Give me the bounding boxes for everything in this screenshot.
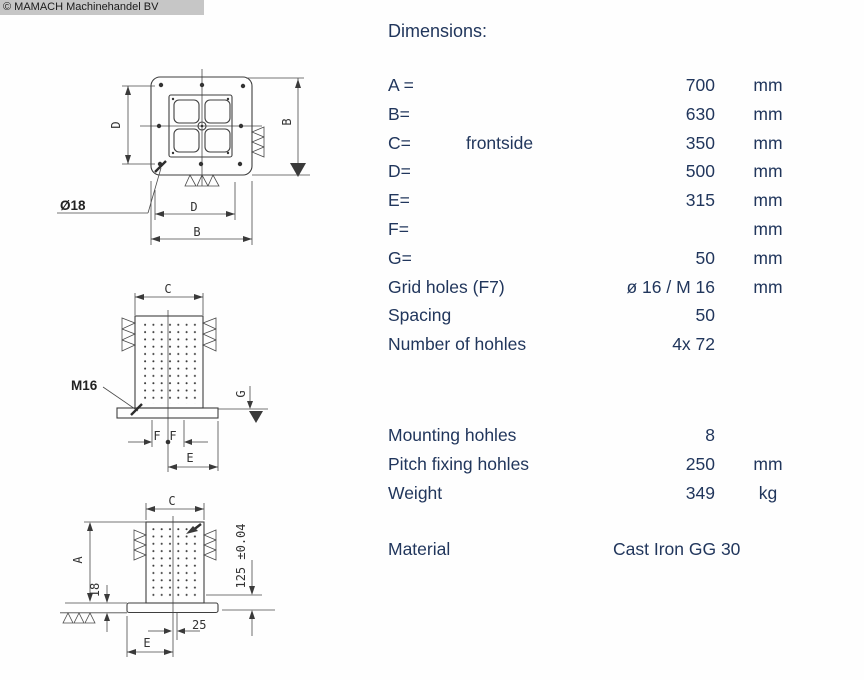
row-value: ø 16 / M 16	[626, 276, 715, 297]
row-unit: mm	[753, 247, 783, 268]
side-view-drawing: C A 18	[60, 494, 275, 657]
dimension-rows: A = 700 mm B= 630 mm C=frontside 350 mm …	[388, 74, 821, 362]
row-g: G= 50 mm	[388, 247, 821, 276]
row-weight: Weight 349 kg	[388, 482, 821, 511]
row-spacing: Spacing 50	[388, 304, 821, 333]
row-number-of-holes: Number of hohles 4x 72	[388, 333, 821, 362]
dim-label-d-bottom: D	[190, 200, 197, 214]
row-value: 4x 72	[672, 334, 715, 355]
row-label: Weight	[388, 482, 443, 503]
dim-label-b-right: B	[280, 118, 294, 125]
row-note	[466, 218, 613, 247]
dim-label-a: A	[71, 556, 85, 564]
row-value: 50	[695, 247, 715, 268]
row-d: D= 500 mm	[388, 160, 821, 189]
row-label: B=	[388, 103, 410, 124]
row-pitch-fixing: Pitch fixing hohles 250 mm	[388, 453, 821, 482]
row-e: E= 315 mm	[388, 189, 821, 218]
row-unit	[715, 304, 821, 333]
row-value: 500	[685, 161, 715, 182]
dim-label-25: 25	[192, 618, 206, 632]
row-value: 50	[695, 305, 715, 326]
row-unit: mm	[753, 453, 783, 474]
row-unit: mm	[753, 276, 783, 297]
row-c: C= frontside 350 mm	[388, 132, 821, 161]
row-note	[466, 103, 613, 132]
row-label: Grid holes (F7)	[388, 276, 505, 297]
dim-label-d-left: D	[109, 121, 123, 128]
row-note	[466, 160, 613, 189]
row-unit	[715, 424, 821, 453]
row-label: E=	[388, 190, 410, 211]
row-value: 350	[685, 132, 715, 153]
row-value: 349	[685, 482, 715, 503]
thread-label: M16	[71, 378, 98, 393]
dim-label-e-side: E	[143, 636, 150, 650]
row-grid-holes: Grid holes (F7) ø 16 / M 16 mm	[388, 276, 821, 305]
top-view-drawing: D B D B Ø18	[57, 69, 310, 245]
row-label: A =	[388, 75, 414, 95]
row-value: 250	[685, 453, 715, 474]
dim-label-f-left: F	[153, 429, 160, 443]
row-value: 8	[705, 425, 715, 445]
row-note	[466, 247, 613, 276]
row-unit: mm	[753, 218, 783, 239]
dim-label-c-front: C	[164, 282, 171, 296]
row-b: B= 630 mm	[388, 103, 821, 132]
row-unit	[715, 333, 821, 362]
copyright-banner: © MAMACH Machinehandel BV	[0, 0, 204, 15]
row-unit: mm	[753, 75, 783, 95]
dim-label-tolerance: 125 ±0.04	[234, 523, 248, 588]
material-row: Material Cast Iron GG 30	[388, 538, 818, 567]
hole-diameter-label: Ø18	[60, 198, 86, 213]
row-unit: mm	[753, 190, 783, 211]
mounting-rows: Mounting hohles 8 Pitch fixing hohles 25…	[388, 424, 821, 510]
dim-label-c-side: C	[168, 494, 175, 508]
row-label: Number of hohles	[388, 334, 527, 355]
row-label: C=	[388, 132, 411, 153]
row-unit: mm	[753, 103, 783, 124]
row-label: D=	[388, 161, 411, 182]
row-label: G=	[388, 247, 412, 268]
row-value: 630	[685, 103, 715, 124]
front-view-drawing: C M16 F F	[71, 282, 268, 472]
row-note: frontside	[466, 132, 534, 153]
dim-label-f-right: F	[169, 429, 176, 443]
dim-label-g: G	[234, 390, 248, 397]
row-label: Spacing	[388, 305, 452, 326]
row-label: Pitch fixing hohles	[388, 453, 530, 474]
row-f: F= mm	[388, 218, 821, 247]
row-unit: kg	[758, 482, 778, 503]
panel-title: Dimensions:	[388, 21, 488, 41]
row-unit: mm	[753, 161, 783, 182]
row-value: 315	[685, 190, 715, 211]
row-a: A = 700 mm	[388, 74, 821, 103]
row-value: 700	[685, 75, 715, 95]
row-unit: mm	[753, 132, 783, 153]
row-note	[466, 189, 613, 218]
row-note	[466, 74, 613, 103]
material-value: Cast Iron GG 30	[613, 539, 741, 559]
row-value	[613, 218, 715, 247]
row-mounting-holes: Mounting hohles 8	[388, 424, 821, 453]
dim-label-b-bottom: B	[193, 225, 200, 239]
row-label: F=	[388, 218, 409, 239]
technical-drawing: D B D B Ø18	[57, 69, 310, 657]
row-label: Mounting hohles	[388, 425, 517, 445]
dim-label-e-front: E	[186, 451, 193, 465]
material-label: Material	[388, 539, 451, 559]
dim-label-18: 18	[88, 583, 102, 597]
